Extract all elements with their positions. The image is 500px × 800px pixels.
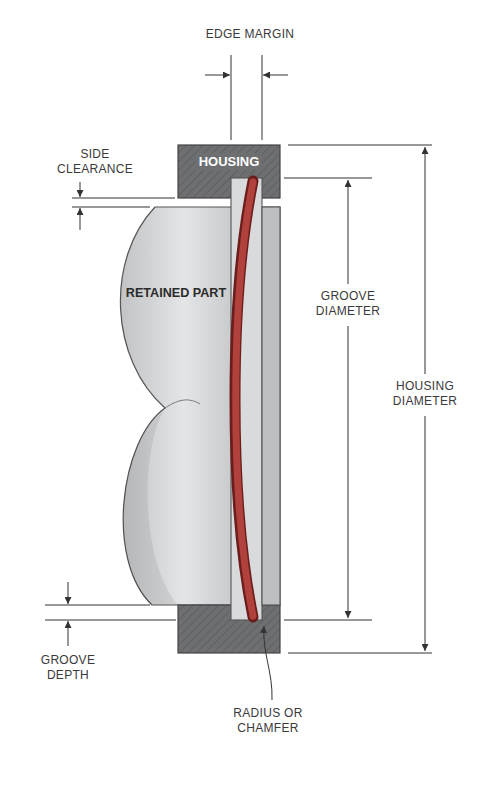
dimension-label: EDGE MARGIN xyxy=(203,26,298,43)
dimension-arrow xyxy=(425,147,426,374)
dimension-arrow xyxy=(205,75,230,76)
retaining-ring-outline xyxy=(235,181,253,617)
retained-part: RETAINED PART xyxy=(120,283,232,323)
node-label: RETAINED PART xyxy=(123,285,229,302)
dimension-arrow xyxy=(348,326,349,618)
dimension-arrow xyxy=(263,75,288,76)
dimension-arrow xyxy=(80,182,81,197)
dimension-arrow xyxy=(348,180,349,284)
dimension-arrow xyxy=(68,621,69,646)
extension-line xyxy=(262,55,263,140)
extension-line xyxy=(288,653,432,654)
leader-line xyxy=(264,626,272,700)
dimension-arrow xyxy=(68,582,69,604)
dimension-label: GROOVE DEPTH xyxy=(26,652,110,684)
callout-label: RADIUS OR CHAMFER xyxy=(212,705,324,737)
dimension-label: GROOVE DIAMETER xyxy=(306,288,390,320)
dimension-arrow xyxy=(80,208,81,230)
extension-line xyxy=(72,198,175,199)
housing-section: HOUSING xyxy=(178,145,280,198)
dimension-label: HOUSING DIAMETER xyxy=(379,378,471,410)
extension-line xyxy=(284,620,372,621)
housing-top-section xyxy=(178,145,280,198)
extension-line xyxy=(231,55,232,140)
extension-line xyxy=(72,207,150,208)
part-break-line xyxy=(165,400,200,408)
dimension-lines xyxy=(45,55,432,700)
node-label: HOUSING xyxy=(196,153,263,170)
dimension-label: SIDE CLEARANCE xyxy=(49,146,141,178)
part-break-shade xyxy=(123,408,178,605)
retaining-ring xyxy=(236,182,253,616)
groove-strip xyxy=(231,178,262,620)
extension-line xyxy=(284,178,372,179)
extension-line xyxy=(45,605,150,606)
part-end-face xyxy=(262,207,280,605)
dimension-arrow xyxy=(425,416,426,651)
extension-line xyxy=(288,145,432,146)
extension-line xyxy=(45,620,176,621)
